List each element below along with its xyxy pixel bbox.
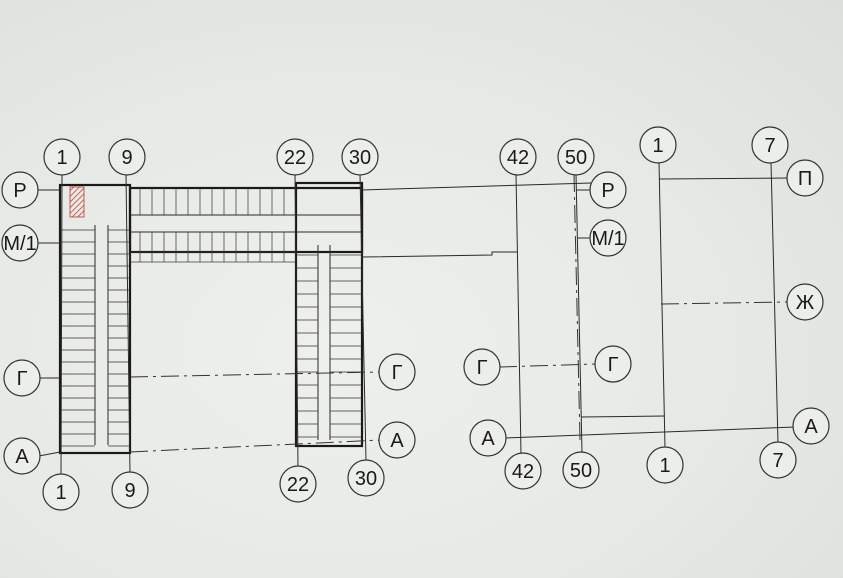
- axis-label: А: [481, 428, 495, 450]
- axis-bubble-circle: [594, 345, 632, 383]
- axis-bubble-left-2: Г: [3, 359, 41, 397]
- axis-bubble-circle: [589, 171, 627, 209]
- axis-label: 22: [287, 474, 309, 496]
- axis-bubble-circle: [378, 421, 416, 459]
- hatched-zone: [69, 186, 85, 218]
- axis-bubble-bottom-7: 7: [759, 441, 797, 479]
- axis-bubble-circle: [751, 126, 789, 164]
- axis-label: Р: [13, 180, 26, 202]
- axis-bubble-top-6: 1: [639, 126, 677, 164]
- axis-bubble-circle: [1, 224, 39, 262]
- axis-bubble-middle-1: А: [378, 421, 416, 459]
- axis-label: 9: [121, 147, 132, 169]
- axis-bubble-circle: [42, 473, 80, 511]
- axis-bubble-top-0: 1: [43, 138, 81, 176]
- axis-bubble-circle: [759, 441, 797, 479]
- axis-bubble-middle-4: Р: [589, 171, 627, 209]
- axis-bubble-top-7: 7: [751, 126, 789, 164]
- axis-bubble-circle: [786, 159, 824, 197]
- room-partitions: [60, 188, 362, 447]
- axis-bubble-circle: [589, 219, 627, 257]
- axis-bubble-right-2: А: [792, 407, 830, 445]
- axis-bubble-right-0: П: [786, 159, 824, 197]
- axis-bubble-circle: [562, 451, 600, 489]
- axis-bubble-circle: [3, 359, 41, 397]
- axis-bubble-circle: [646, 446, 684, 484]
- axis-bubble-middle-5: М/1: [589, 219, 627, 257]
- axis-bubble-bottom-5: 50: [562, 451, 600, 489]
- axis-label: А: [390, 430, 404, 452]
- axis-label: 1: [659, 455, 670, 477]
- axis-label: Ж: [796, 292, 815, 314]
- axis-label: М/1: [591, 228, 624, 250]
- axis-bubble-circle: [108, 138, 146, 176]
- axis-label: Г: [477, 357, 488, 379]
- axis-label: Г: [392, 362, 403, 384]
- axis-bubble-left-3: А: [3, 437, 41, 475]
- axis-bubble-middle-2: Г: [463, 348, 501, 386]
- axis-bubble-circle: [639, 126, 677, 164]
- axis-label: 7: [772, 450, 783, 472]
- axis-bubble-bottom-2: 22: [279, 465, 317, 503]
- axis-bubble-circle: [557, 138, 595, 176]
- axis-label: 9: [124, 480, 135, 502]
- axis-bubble-circle: [469, 419, 507, 457]
- axis-label: 30: [355, 468, 377, 490]
- axis-bubble-circle: [276, 138, 314, 176]
- axis-label: П: [798, 168, 812, 190]
- axis-bubble-circle: [378, 353, 416, 391]
- axis-label: 22: [284, 147, 306, 169]
- axis-bubble-circle: [786, 283, 824, 321]
- axis-bubble-left-0: Р: [1, 171, 39, 209]
- axis-label: 1: [652, 135, 663, 157]
- top-wing-lower-strip: [129, 251, 297, 263]
- axis-bubble-circle: [341, 138, 379, 176]
- right-wing: [294, 181, 364, 448]
- axis-label: Г: [17, 368, 28, 390]
- axis-label: 50: [565, 147, 587, 169]
- axis-bubble-circle: [111, 471, 149, 509]
- axis-bubble-top-2: 22: [276, 138, 314, 176]
- axis-bubble-middle-3: А: [469, 419, 507, 457]
- axis-label: 1: [56, 147, 67, 169]
- axis-bubble-circle: [279, 465, 317, 503]
- left-wing: [58, 183, 132, 455]
- axis-label: М/1: [3, 233, 36, 255]
- axis-bubble-bottom-1: 9: [111, 471, 149, 509]
- axis-label: 30: [349, 147, 371, 169]
- axis-label: Р: [601, 180, 614, 202]
- axis-bubble-circle: [1, 171, 39, 209]
- axis-bubble-circle: [463, 348, 501, 386]
- axis-label: 42: [512, 461, 534, 483]
- axis-bubble-circle: [43, 138, 81, 176]
- axis-bubble-bottom-6: 1: [646, 446, 684, 484]
- axis-bubble-circle: [499, 138, 537, 176]
- axis-bubble-circle: [504, 452, 542, 490]
- axis-bubble-middle-6: Г: [594, 345, 632, 383]
- axis-bubble-bottom-3: 30: [347, 459, 385, 497]
- axis-bubble-top-3: 30: [341, 138, 379, 176]
- axis-label: Г: [608, 354, 619, 376]
- axis-bubble-right-1: Ж: [786, 283, 824, 321]
- axis-bubble-top-4: 42: [499, 138, 537, 176]
- axis-label: 1: [55, 482, 66, 504]
- axis-bubble-top-5: 50: [557, 138, 595, 176]
- axis-bubble-bottom-4: 42: [504, 452, 542, 490]
- axis-label: 50: [570, 460, 592, 482]
- axis-label: 7: [764, 135, 775, 157]
- axis-label: 42: [507, 147, 529, 169]
- axis-bubble-left-1: М/1: [1, 224, 39, 262]
- axis-bubble-circle: [792, 407, 830, 445]
- axis-label: А: [804, 416, 818, 438]
- axis-bubble-bottom-0: 1: [42, 473, 80, 511]
- axis-label: А: [15, 446, 29, 468]
- top-wing: [128, 186, 364, 254]
- axis-bubble-middle-0: Г: [378, 353, 416, 391]
- axis-bubble-circle: [3, 437, 41, 475]
- axis-bubble-top-1: 9: [108, 138, 146, 176]
- grid-lines: [37, 161, 796, 476]
- axis-bubble-circle: [347, 459, 385, 497]
- building-outline: [58, 181, 364, 455]
